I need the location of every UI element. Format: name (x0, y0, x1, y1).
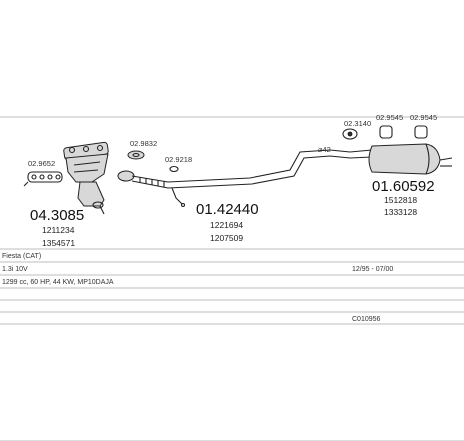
catalyst-gasket-number: 02.9652 (28, 159, 55, 168)
info-code: C010956 (352, 316, 381, 323)
middle-pipe-oem-2: 1207509 (210, 233, 243, 243)
info-engine: 1.3i 10V (2, 266, 28, 273)
rear-hanger-drawings (379, 125, 428, 139)
rear-hanger-2-number: 02.9545 (410, 113, 437, 122)
middle-gasket-side-drawing (169, 165, 179, 173)
pipe-diameter-label: ⌀42 (318, 145, 331, 154)
catalyst-part-number: 04.3085 (30, 207, 84, 224)
catalyst-oem-1: 1211234 (42, 225, 75, 235)
middle-gasket-top-drawing (127, 150, 145, 160)
rear-silencer-part-number: 01.60592 (372, 178, 435, 195)
middle-gasket-side-number: 02.9218 (165, 155, 192, 164)
info-table (0, 248, 464, 441)
rear-silencer-drawing (349, 143, 453, 175)
info-date-range: 12/95 - 07/00 (352, 266, 393, 273)
middle-pipe-drawing (117, 149, 351, 208)
catalyst-oem-2: 1354571 (42, 238, 75, 248)
info-spec: 1299 cc, 60 HP, 44 KW, MP10DAJA (2, 279, 114, 286)
catalyst-gasket-drawing (23, 171, 63, 187)
catalyst-drawing (63, 141, 109, 215)
middle-pipe-part-number: 01.42440 (196, 201, 259, 218)
middle-pipe-oem-1: 1221694 (210, 220, 243, 230)
rear-silencer-oem-1: 1512818 (384, 195, 417, 205)
rear-hanger-1-number: 02.9545 (376, 113, 403, 122)
middle-gasket-top-number: 02.9832 (130, 139, 157, 148)
rear-clamp-number: 02.3140 (344, 119, 371, 128)
rear-silencer-oem-2: 1333128 (384, 207, 417, 217)
rear-clamp-drawing (342, 128, 358, 140)
info-model: Fiesta (CAT) (2, 253, 41, 260)
